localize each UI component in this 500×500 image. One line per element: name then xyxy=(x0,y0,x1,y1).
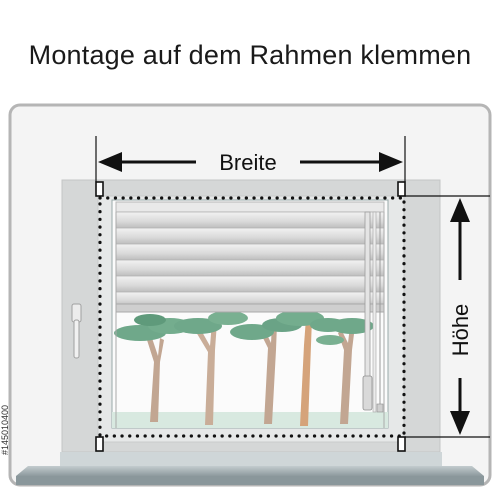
height-label: Höhe xyxy=(448,304,473,357)
height-arrow-top xyxy=(450,198,470,222)
window-handle xyxy=(71,303,82,359)
width-label: Breite xyxy=(219,150,276,175)
clamp-brackets xyxy=(95,181,406,452)
height-arrow-bottom xyxy=(450,411,470,435)
clamp-bottom-left xyxy=(95,436,104,452)
width-arrow-left xyxy=(98,152,122,172)
window-sill xyxy=(16,452,484,485)
height-dimension: Höhe xyxy=(405,195,490,438)
blind-head-rail xyxy=(115,201,385,213)
grass-strip xyxy=(112,412,388,428)
trees xyxy=(114,310,374,426)
page-title: Montage auf dem Rahmen klemmen xyxy=(28,40,472,70)
tree-3 xyxy=(230,318,302,424)
blind-bottom-rail xyxy=(115,303,385,313)
tree-2 xyxy=(174,311,248,425)
pull-rod xyxy=(362,211,384,413)
width-dimension: Breite xyxy=(95,136,406,182)
stock-image-id: #145010400 xyxy=(0,405,10,455)
blind-slats xyxy=(115,211,385,307)
clamp-top-left xyxy=(95,181,104,197)
tree-5 xyxy=(316,318,374,424)
clamp-bottom-right xyxy=(397,436,406,452)
width-arrow-right xyxy=(379,152,403,172)
measuring-outline xyxy=(98,196,406,438)
clamp-top-right xyxy=(397,181,406,197)
